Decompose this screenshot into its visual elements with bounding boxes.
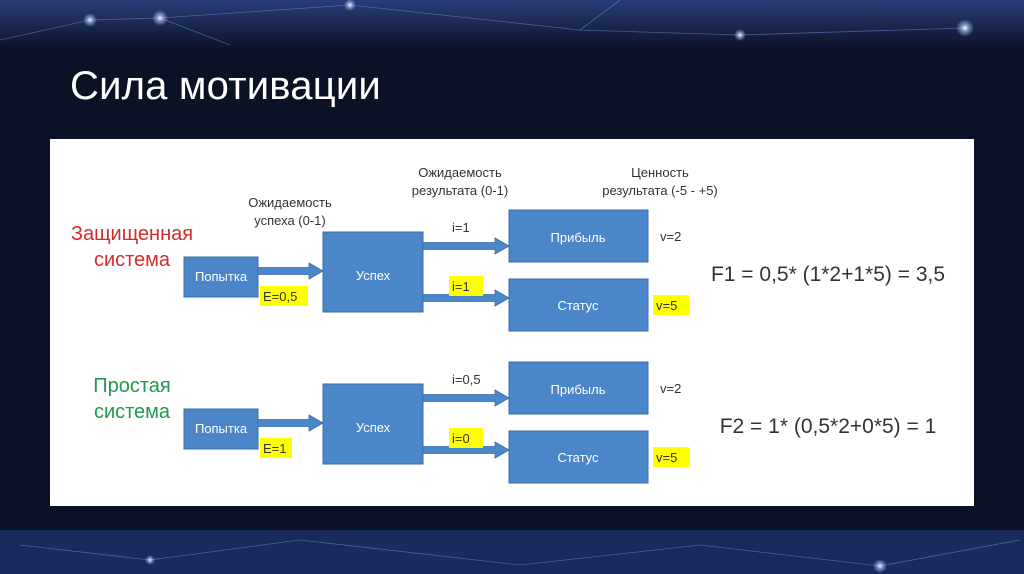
system-1-name: Защищенная bbox=[71, 223, 193, 245]
system-2-attempt-box bbox=[183, 408, 259, 450]
system-1-profit-label: Прибыль bbox=[551, 230, 606, 245]
system-1-profit-box bbox=[508, 209, 649, 263]
system-1-arrow-success-status bbox=[422, 289, 510, 307]
result-expectancy-header-2: результата (0-1) bbox=[412, 183, 508, 198]
system-2-status-v-label-highlight bbox=[653, 447, 689, 467]
system-1-arrow-attempt-success bbox=[257, 262, 324, 280]
system-1-arrow-success-profit bbox=[422, 237, 510, 255]
system-2-name: Простая bbox=[93, 375, 171, 397]
system-2-arrow-success-status bbox=[422, 441, 510, 459]
system-1-status-v-label: v=5 bbox=[656, 298, 677, 313]
system-2-profit-i-label: i=0,5 bbox=[452, 372, 481, 387]
system-2-profit-label: Прибыль bbox=[551, 382, 606, 397]
system-2-success-box bbox=[322, 383, 424, 465]
system-1-formula: F1 = 0,5* (1*2+1*5) = 3,5 bbox=[711, 263, 945, 286]
system-2-attempt-label: Попытка bbox=[195, 421, 248, 436]
result-value-header-2: результата (-5 - +5) bbox=[602, 183, 718, 198]
slide-title: Сила мотивации bbox=[70, 64, 381, 108]
system-2-status-i-label: i=0 bbox=[452, 431, 470, 446]
system-1-status-v-label-highlight bbox=[653, 295, 689, 315]
system-1-e-label-highlight bbox=[260, 286, 308, 306]
system-2-arrow-attempt-success bbox=[257, 414, 324, 432]
system-1-success-label: Успех bbox=[356, 268, 391, 283]
system-1-profit-i-label: i=1 bbox=[452, 220, 470, 235]
system-2-profit-v-label: v=2 bbox=[660, 381, 681, 396]
system-2-status-label: Статус bbox=[557, 450, 599, 465]
success-expectancy-header-2: успеха (0-1) bbox=[254, 213, 325, 228]
system-2-status-box bbox=[508, 430, 649, 484]
system-2-profit-box bbox=[508, 361, 649, 415]
system-1-attempt-box bbox=[183, 256, 259, 298]
result-expectancy-header: Ожидаемость bbox=[418, 165, 502, 180]
system-2-success-label: Успех bbox=[356, 420, 391, 435]
system-1-status-i-label: i=1 bbox=[452, 279, 470, 294]
system-1-status-i-label-highlight bbox=[449, 276, 483, 296]
system-1-e-label: E=0,5 bbox=[263, 289, 297, 304]
motivation-diagram: Ожидаемость успеха (0-1) Ожидаемость резуль… bbox=[71, 165, 945, 484]
system-2-e-label-highlight bbox=[260, 438, 292, 458]
system-1-success-box bbox=[322, 231, 424, 313]
system-2-status-v-label: v=5 bbox=[656, 450, 677, 465]
system-2-formula: F2 = 1* (0,5*2+0*5) = 1 bbox=[720, 415, 937, 438]
result-value-header: Ценность bbox=[631, 165, 689, 180]
system-2-status-i-label-highlight bbox=[449, 428, 483, 448]
system-1-status-label: Статус bbox=[557, 298, 599, 313]
system-2-name-2: система bbox=[94, 401, 171, 423]
diagram-panel: Ожидаемость успеха (0-1) Ожидаемость резуль… bbox=[50, 139, 974, 506]
system-1-status-box bbox=[508, 278, 649, 332]
system-1-name-2: система bbox=[94, 249, 171, 271]
system-1-attempt-label: Попытка bbox=[195, 269, 248, 284]
success-expectancy-header: Ожидаемость bbox=[248, 195, 332, 210]
system-2-arrow-success-profit bbox=[422, 389, 510, 407]
system-1-profit-v-label: v=2 bbox=[660, 229, 681, 244]
system-2-e-label: E=1 bbox=[263, 441, 287, 456]
